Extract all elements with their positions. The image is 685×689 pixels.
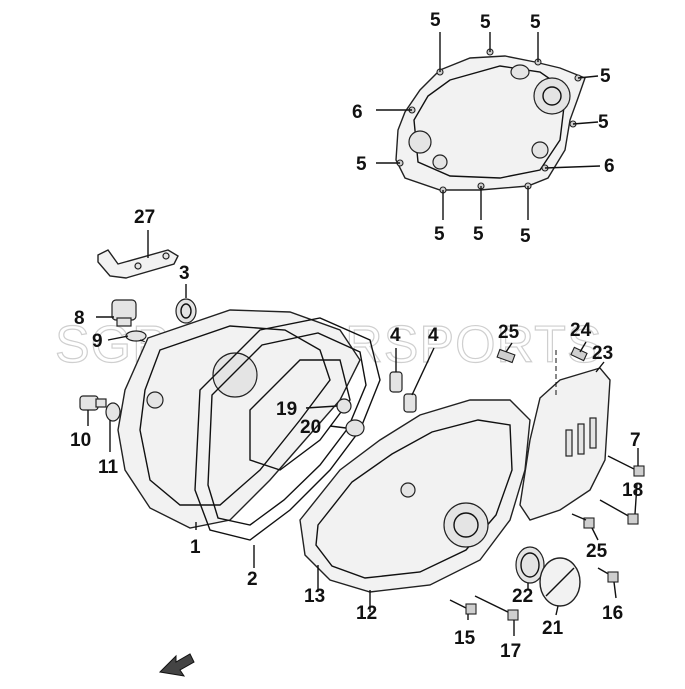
part-1-crankcase-cover: [117, 309, 361, 530]
callout-5[interactable]: 5: [598, 112, 609, 133]
callout-10[interactable]: 10: [70, 430, 91, 451]
callout-16[interactable]: 16: [602, 603, 623, 624]
gasket-leader-lines: [376, 32, 601, 220]
callout-18[interactable]: 18: [622, 480, 643, 501]
callout-25[interactable]: 25: [498, 322, 520, 343]
parts-8-9-filler-cap: [96, 299, 176, 353]
callout-5[interactable]: 5: [473, 224, 484, 245]
callout-3[interactable]: 3: [179, 263, 190, 284]
parts-4-dowels: [389, 347, 435, 413]
callout-9[interactable]: 9: [92, 331, 103, 352]
callout-12[interactable]: 12: [356, 603, 377, 624]
part-12-magneto-cover: [299, 399, 531, 612]
callout-8[interactable]: 8: [74, 308, 85, 329]
clutch-cover-gasket-view: [395, 48, 586, 194]
part-27-bracket: [97, 230, 179, 279]
callout-5[interactable]: 5: [356, 154, 367, 175]
callout-15[interactable]: 15: [454, 628, 476, 649]
callout-19[interactable]: 19: [276, 399, 297, 420]
front-direction-arrow-icon: [158, 653, 195, 677]
callout-5[interactable]: 5: [530, 12, 541, 33]
callout-5[interactable]: 5: [520, 226, 531, 247]
callout-4[interactable]: 4: [390, 325, 401, 346]
cover-grille: [565, 417, 597, 457]
callout-labels: 5 5 5 5 5 6 5 5 5 5 6 27 3 8 9 10 11 1 2…: [70, 10, 643, 662]
callout-21[interactable]: 21: [542, 618, 564, 639]
part-23-side-cover: [496, 341, 645, 525]
callout-4[interactable]: 4: [428, 325, 439, 346]
callout-20[interactable]: 20: [300, 417, 321, 438]
part-2-gasket: [194, 317, 381, 568]
parts-10-11-drain-plug: [79, 395, 121, 452]
lower-bolts: [449, 513, 619, 636]
callout-13[interactable]: 13: [304, 586, 325, 607]
parts-19-20: [305, 398, 365, 437]
callout-5[interactable]: 5: [434, 224, 445, 245]
callout-7[interactable]: 7: [630, 430, 641, 451]
callout-11[interactable]: 11: [98, 457, 119, 478]
callout-17[interactable]: 17: [500, 641, 521, 662]
part-3-seal: [175, 284, 197, 324]
callout-24[interactable]: 24: [570, 320, 592, 341]
callout-5[interactable]: 5: [430, 10, 441, 31]
callout-6[interactable]: 6: [352, 102, 363, 123]
callout-22[interactable]: 22: [512, 586, 533, 607]
callout-5[interactable]: 5: [600, 66, 611, 87]
callout-2[interactable]: 2: [247, 569, 258, 590]
callout-6[interactable]: 6: [604, 156, 615, 177]
callout-27[interactable]: 27: [134, 207, 155, 228]
callout-5[interactable]: 5: [480, 12, 491, 33]
callout-23[interactable]: 23: [592, 343, 613, 364]
callout-25[interactable]: 25: [586, 541, 608, 562]
callout-1[interactable]: 1: [190, 537, 201, 558]
parts-21-22-cap: [515, 546, 581, 616]
